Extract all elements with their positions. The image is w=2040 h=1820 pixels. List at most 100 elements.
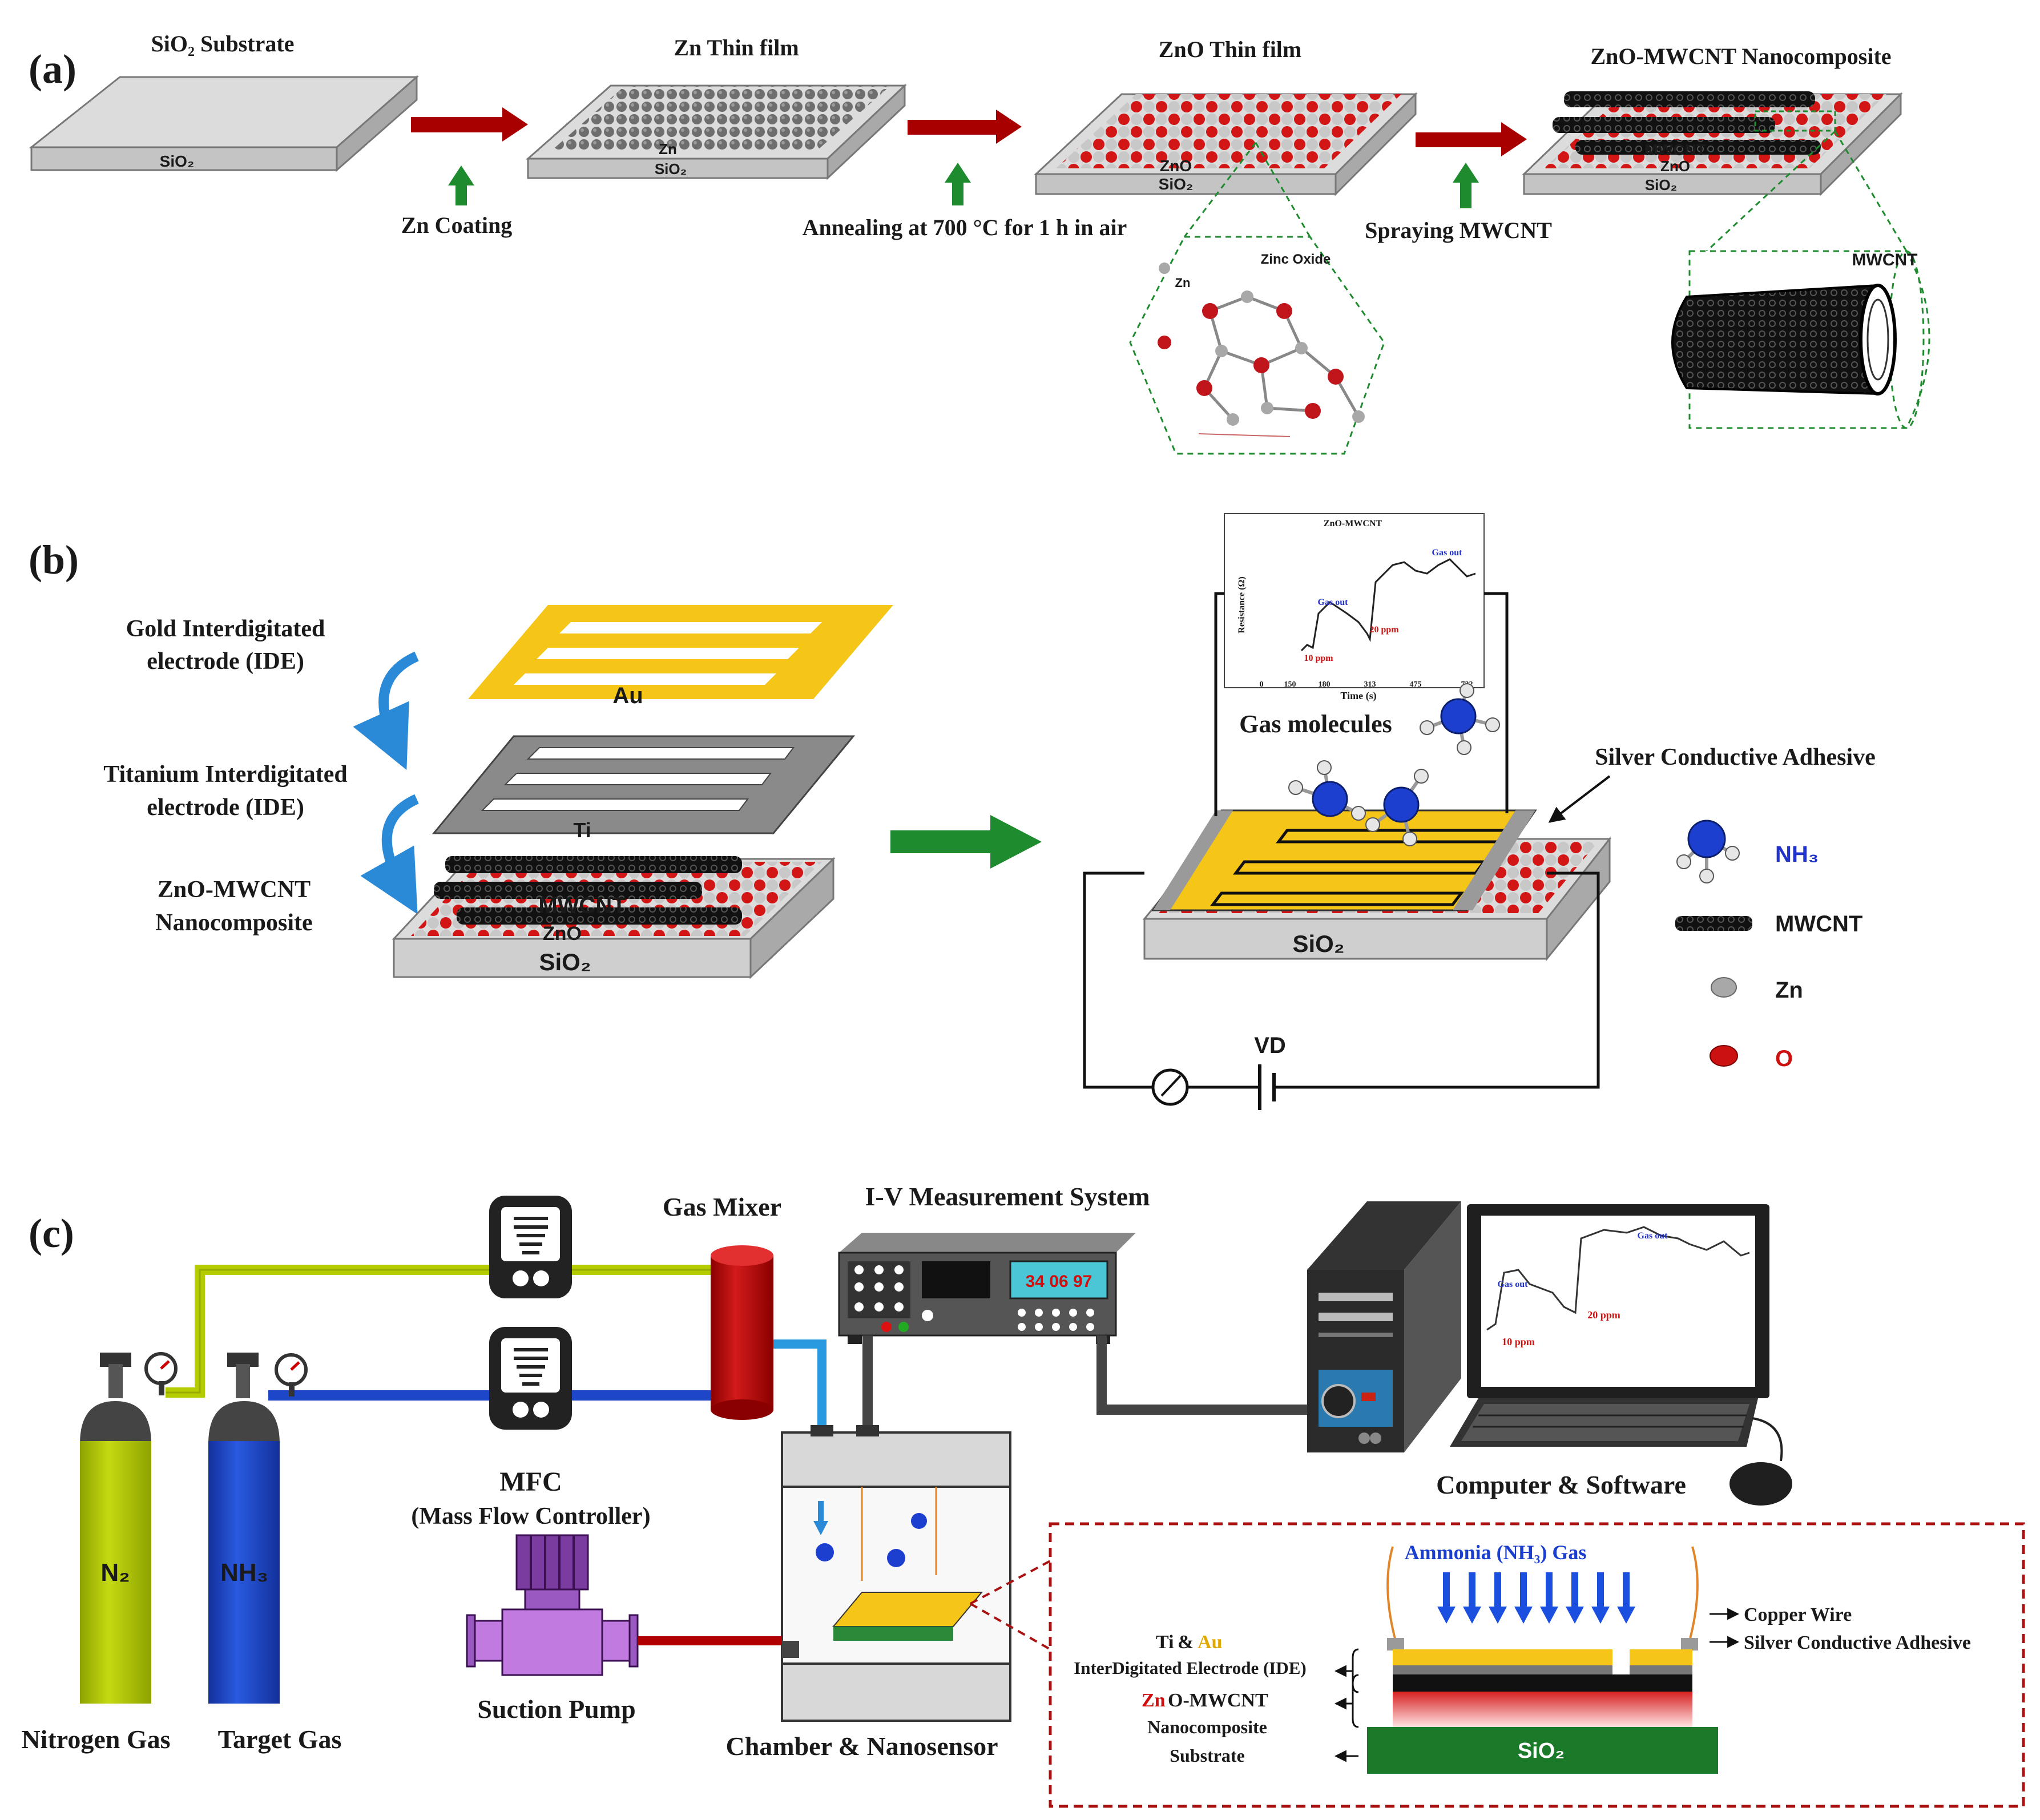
gold-layer bbox=[1393, 1649, 1612, 1665]
layer-label-sio2: SiO₂ bbox=[655, 160, 687, 177]
layer-label-mwcnt: MWCNT bbox=[1644, 141, 1706, 159]
nanocomposite-label: Nanocomposite bbox=[1147, 1717, 1267, 1737]
graph-title: ZnO-MWCNT bbox=[1324, 519, 1382, 528]
process-spraying-mwcnt: Spraying MWCNT bbox=[1365, 217, 1552, 243]
ammonia-molecule-icon bbox=[1288, 760, 1366, 821]
copper-wire bbox=[1386, 1546, 1397, 1641]
layer-label-titanium-ide-line2: electrode (IDE) bbox=[147, 794, 304, 821]
process-annealing: Annealing at 700 °C for 1 h in air bbox=[803, 215, 1127, 240]
layer-tag-mwcnt: MWCNT bbox=[538, 893, 626, 918]
stacking-arrow bbox=[360, 794, 419, 915]
substrate-label: Substrate bbox=[1170, 1745, 1245, 1766]
zinc-oxide-inset bbox=[1129, 142, 1385, 455]
ide-brace bbox=[1352, 1648, 1359, 1693]
graph-xtick: 475 bbox=[1410, 680, 1422, 689]
zno-mwcnt-plate bbox=[1522, 91, 1903, 196]
graph-xtick: 313 bbox=[1364, 680, 1376, 689]
probe-wire bbox=[1484, 592, 1509, 813]
layer-label-zno: ZnO bbox=[1160, 157, 1192, 175]
titanium-layer bbox=[1393, 1665, 1612, 1674]
nanocomposite-brace bbox=[1352, 1674, 1359, 1728]
ammonia-molecule-icon bbox=[1420, 683, 1500, 755]
layer-label-sio2: SiO₂ bbox=[1159, 175, 1194, 193]
ide-label: InterDigitated Electrode (IDE) bbox=[1074, 1658, 1307, 1678]
titanium-layer bbox=[1630, 1665, 1692, 1674]
step-title-sio2-substrate: SiO₂ Substrate bbox=[151, 31, 295, 57]
layer-label-sio2: SiO₂ bbox=[160, 152, 195, 170]
layer-tag-sio2: SiO₂ bbox=[539, 949, 591, 975]
layer-label-sio2: SiO₂ bbox=[1645, 176, 1677, 193]
substrate-layer bbox=[1367, 1727, 1718, 1774]
gold-electrode-layer bbox=[468, 605, 893, 699]
inset-title-mwcnt: MWCNT bbox=[1852, 251, 1918, 269]
oxygen-atom-icon bbox=[1710, 1045, 1738, 1067]
zno-mwcnt-label: O-MWCNT bbox=[1168, 1690, 1268, 1711]
panel-a-label: (a) bbox=[29, 46, 76, 92]
layer-label-nanocomposite-line1: ZnO-MWCNT bbox=[158, 877, 311, 903]
green-arrow bbox=[448, 166, 474, 205]
zn-film-plate bbox=[526, 83, 907, 180]
layer-label-zno: ZnO bbox=[1660, 158, 1690, 175]
gas-mixer-cylinder bbox=[711, 1245, 773, 1420]
green-arrow bbox=[945, 163, 971, 205]
silver-adhesive-pointer bbox=[1548, 775, 1611, 823]
process-zn-coating: Zn Coating bbox=[401, 212, 513, 238]
layer-label-nanocomposite-line2: Nanocomposite bbox=[155, 910, 312, 936]
sensor-device bbox=[1142, 809, 1612, 962]
cylinder-label-nh3: NH₃ bbox=[220, 1559, 268, 1587]
monitor-annotation-20ppm: 20 ppm bbox=[1587, 1309, 1620, 1321]
ammeter-needle bbox=[1160, 1075, 1182, 1097]
mouse bbox=[1729, 1417, 1792, 1506]
chamber-label: Chamber & Nanosensor bbox=[725, 1732, 998, 1761]
step-title-zno-mwcnt: ZnO-MWCNT Nanocomposite bbox=[1590, 43, 1891, 69]
process-arrow bbox=[908, 110, 1022, 144]
circuit-wire bbox=[1187, 871, 1600, 1089]
suction-pump bbox=[466, 1534, 639, 1676]
nitrogen-gas-line bbox=[166, 1265, 719, 1398]
graph-annotation-10ppm: 10 ppm bbox=[1304, 653, 1333, 663]
silver-adhesive-label: Silver Conductive Adhesive bbox=[1744, 1632, 1971, 1653]
monitor-annotation-10ppm: 10 ppm bbox=[1502, 1336, 1535, 1347]
layer-label-gold-ide-line1: Gold Interdigitated bbox=[126, 616, 325, 642]
gas-molecules-label: Gas molecules bbox=[1239, 710, 1392, 738]
nitrogen-gas-label: Nitrogen Gas bbox=[21, 1725, 170, 1754]
zoom-connector bbox=[970, 1560, 1051, 1605]
ammonia-cylinder bbox=[208, 1353, 308, 1704]
resistance-graph bbox=[1224, 513, 1485, 688]
zinc-atom-icon bbox=[1711, 977, 1737, 998]
graph-annotation-20ppm: 20 ppm bbox=[1369, 625, 1399, 635]
computer-tower bbox=[1307, 1201, 1461, 1452]
monitor-annotation-gas-out: Gas out bbox=[1498, 1280, 1529, 1289]
iv-system-label: I-V Measurement System bbox=[865, 1182, 1150, 1211]
process-arrow bbox=[411, 107, 528, 142]
zno-film-plate bbox=[1034, 92, 1418, 196]
titanium-electrode-layer bbox=[432, 735, 856, 834]
zno-zn-label: Zn bbox=[1142, 1690, 1166, 1711]
mwcnt-layer bbox=[1393, 1674, 1692, 1692]
layer-tag-au: Au bbox=[612, 683, 643, 708]
voltage-label: VD bbox=[1254, 1033, 1286, 1058]
graph-annotation-gas-out: Gas out bbox=[1318, 598, 1349, 607]
suction-pump-label: Suction Pump bbox=[477, 1694, 635, 1724]
zoom-connector bbox=[970, 1603, 1051, 1650]
legend-zn-label: Zn bbox=[1775, 978, 1803, 1003]
inset-title-zinc-oxide: Zinc Oxide bbox=[1261, 252, 1331, 267]
instrument-display-reading: 34 06 97 bbox=[1026, 1272, 1092, 1291]
nanotube-icon bbox=[1675, 916, 1752, 931]
computer-label: Computer & Software bbox=[1436, 1470, 1686, 1499]
graph-ylabel: Resistance (Ω) bbox=[1237, 576, 1247, 633]
assembly-arrow bbox=[890, 815, 1042, 869]
mfc-label: MFC bbox=[499, 1467, 562, 1497]
gas-mixer-label: Gas Mixer bbox=[663, 1192, 781, 1221]
copper-wire-label: Copper Wire bbox=[1744, 1604, 1852, 1625]
gas-flow-arrows bbox=[1437, 1572, 1635, 1624]
zno-layer bbox=[1393, 1692, 1692, 1727]
process-arrow bbox=[1416, 122, 1527, 156]
ammonia-molecule-icon bbox=[1676, 820, 1740, 883]
mixed-gas-line bbox=[765, 1339, 827, 1432]
layer-label-zn: Zn bbox=[659, 140, 677, 158]
nanocomposite-base bbox=[392, 856, 836, 979]
step-title-zn-film: Zn Thin film bbox=[674, 35, 799, 60]
layer-label-titanium-ide-line1: Titanium Interdigitated bbox=[103, 761, 347, 788]
